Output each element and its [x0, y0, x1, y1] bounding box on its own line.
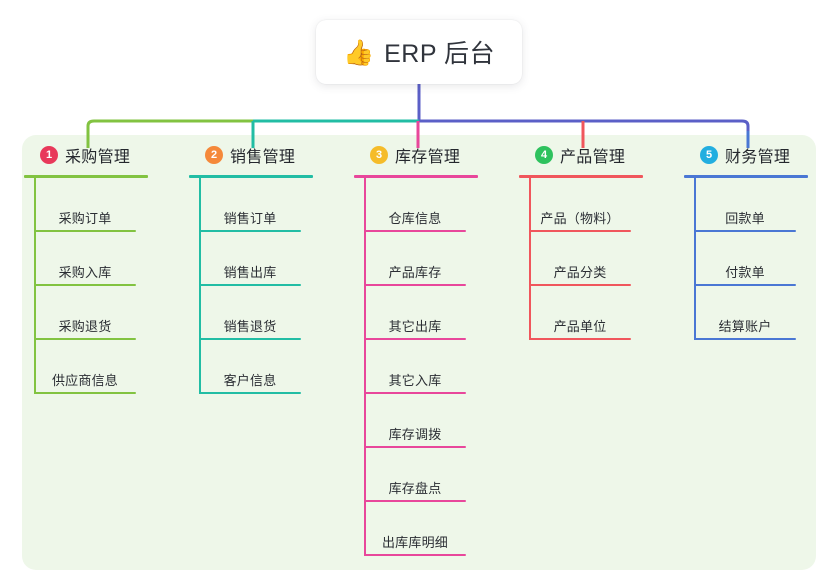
branch-item-underline [529, 284, 631, 286]
branch-item-underline [364, 500, 466, 502]
branch-item-label: 回款单 [725, 211, 765, 226]
branch-item[interactable]: 采购订单 [34, 178, 136, 232]
branch-item-label: 产品（物料） [540, 211, 620, 226]
branch-title: 财务管理 [725, 149, 791, 166]
branch-number-badge: 1 [40, 146, 58, 164]
branch-item-list: 仓库信息产品库存其它出库其它入库库存调拨库存盘点出库库明细 [364, 178, 517, 556]
branch-header-5[interactable]: 5 财务管理 [682, 135, 839, 175]
branch-item-label: 销售出库 [223, 265, 277, 280]
branch-item-label: 产品分类 [553, 265, 607, 280]
branch-underline [24, 175, 148, 178]
branch-item[interactable]: 产品（物料） [529, 178, 631, 232]
branch-item-underline [364, 284, 466, 286]
branch-item-underline [529, 230, 631, 232]
branch-item-label: 结算账户 [718, 319, 772, 334]
branch-item[interactable]: 销售订单 [199, 178, 301, 232]
branch-column-4: 4 产品管理产品（物料） 产品分类产品单位 [517, 135, 682, 570]
branch-item-underline [199, 230, 301, 232]
branch-item-underline [199, 338, 301, 340]
branch-item-label: 销售订单 [223, 211, 277, 226]
branch-item-underline [529, 338, 631, 340]
branch-item[interactable]: 付款单 [694, 232, 796, 286]
thumbs-up-icon: 👍 [342, 37, 375, 67]
branch-title: 销售管理 [230, 149, 296, 166]
branch-item[interactable]: 库存调拨 [364, 394, 466, 448]
branch-item-label: 库存调拨 [388, 427, 442, 442]
branch-item-underline [364, 338, 466, 340]
branch-title: 产品管理 [560, 149, 626, 166]
branch-item[interactable]: 产品单位 [529, 286, 631, 340]
branch-item-underline [364, 230, 466, 232]
branch-column-1: 1 采购管理采购订单采购入库采购退货供应商信息 [22, 135, 187, 570]
branch-item-label: 其它入库 [388, 373, 442, 388]
branch-item[interactable]: 供应商信息 [34, 340, 136, 394]
branch-item-label: 出库库明细 [381, 535, 448, 550]
root-title: ERP 后台 [384, 40, 496, 68]
branch-item-label: 供应商信息 [51, 373, 118, 388]
branch-header-3[interactable]: 3 库存管理 [352, 135, 517, 175]
branch-item-underline [364, 554, 466, 556]
branch-item-list: 采购订单采购入库采购退货供应商信息 [34, 178, 187, 394]
branch-item[interactable]: 其它出库 [364, 286, 466, 340]
branch-item-label: 其它出库 [388, 319, 442, 334]
branch-item-label: 付款单 [725, 265, 765, 280]
branch-item[interactable]: 回款单 [694, 178, 796, 232]
branch-item-label: 客户信息 [223, 373, 277, 388]
branch-item-underline [34, 284, 136, 286]
branch-title: 库存管理 [395, 149, 461, 166]
branch-number-badge: 4 [535, 146, 553, 164]
branch-item-label: 采购订单 [58, 211, 112, 226]
branch-item-label: 产品单位 [553, 319, 607, 334]
branch-item[interactable]: 销售出库 [199, 232, 301, 286]
branch-item-label: 采购退货 [58, 319, 112, 334]
branch-item-label: 产品库存 [388, 265, 442, 280]
branch-underline [354, 175, 478, 178]
branch-item-underline [34, 230, 136, 232]
branch-item-list: 销售订单销售出库销售退货客户信息 [199, 178, 352, 394]
branch-number-badge: 5 [700, 146, 718, 164]
branch-item[interactable]: 采购退货 [34, 286, 136, 340]
branch-item-label: 库存盘点 [388, 481, 442, 496]
branch-column-5: 5 财务管理回款单付款单结算账户 [682, 135, 839, 570]
branch-underline [684, 175, 808, 178]
branch-header-4[interactable]: 4 产品管理 [517, 135, 682, 175]
branch-item[interactable]: 仓库信息 [364, 178, 466, 232]
branch-item-underline [364, 392, 466, 394]
branch-item-underline [694, 230, 796, 232]
branch-item[interactable]: 其它入库 [364, 340, 466, 394]
branch-item[interactable]: 采购入库 [34, 232, 136, 286]
branch-item-underline [34, 338, 136, 340]
branch-item-underline [34, 392, 136, 394]
branch-item-underline [694, 338, 796, 340]
branch-item-label: 采购入库 [58, 265, 112, 280]
branch-item-label: 仓库信息 [388, 211, 442, 226]
branch-header-2[interactable]: 2 销售管理 [187, 135, 352, 175]
branch-item[interactable]: 销售退货 [199, 286, 301, 340]
branch-number-badge: 2 [205, 146, 223, 164]
branch-item[interactable]: 产品库存 [364, 232, 466, 286]
branch-item-list: 回款单付款单结算账户 [694, 178, 839, 340]
root-node[interactable]: 👍 ERP 后台 [316, 20, 522, 84]
branch-item-underline [694, 284, 796, 286]
branch-item[interactable]: 产品分类 [529, 232, 631, 286]
branch-item-underline [199, 392, 301, 394]
branch-item[interactable]: 结算账户 [694, 286, 796, 340]
branch-column-2: 2 销售管理销售订单销售出库销售退货客户信息 [187, 135, 352, 570]
branch-item-underline [364, 446, 466, 448]
branch-item[interactable]: 出库库明细 [364, 502, 466, 556]
branch-item[interactable]: 客户信息 [199, 340, 301, 394]
branch-item-label: 销售退货 [223, 319, 277, 334]
branch-columns: 1 采购管理采购订单采购入库采购退货供应商信息 2 销售管理销售订单销售出库销售退货客… [22, 135, 816, 570]
branch-column-3: 3 库存管理仓库信息产品库存其它出库其它入库库存调拨库存盘点出库库明细 [352, 135, 517, 570]
branch-number-badge: 3 [370, 146, 388, 164]
branch-title: 采购管理 [65, 149, 131, 166]
branch-item-list: 产品（物料） 产品分类产品单位 [529, 178, 682, 340]
branch-underline [189, 175, 313, 178]
diagram-panel [22, 135, 816, 570]
branch-underline [519, 175, 643, 178]
branch-header-1[interactable]: 1 采购管理 [22, 135, 187, 175]
branch-item-underline [199, 284, 301, 286]
branch-item[interactable]: 库存盘点 [364, 448, 466, 502]
